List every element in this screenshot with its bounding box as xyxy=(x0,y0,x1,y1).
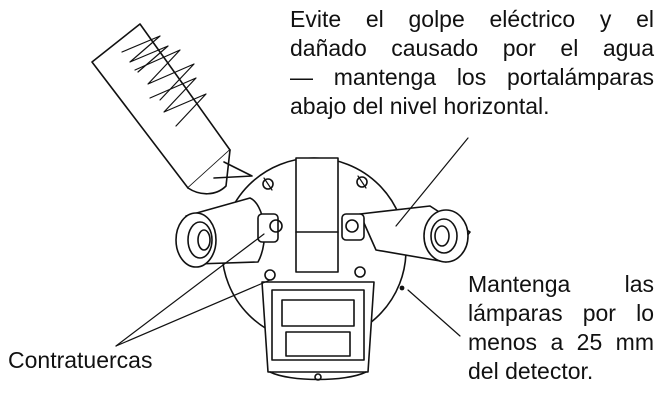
leader-water xyxy=(395,137,469,227)
lampholder-left xyxy=(175,197,283,268)
distance-warning-line: lámparas por lo xyxy=(468,300,654,326)
leader-distance xyxy=(407,289,461,337)
leader-lines xyxy=(115,137,469,347)
distance-warning-line: Mantenga las xyxy=(468,271,654,297)
water-warning-text: Evite el golpe eléctrico y el dañado cau… xyxy=(290,5,654,121)
leader-locknut-1 xyxy=(115,279,271,347)
leader-locknut-2 xyxy=(115,233,265,347)
water-warning-line: — mantenga los portalámparas xyxy=(290,64,654,90)
water-warning-line: abajo del nivel horizontal. xyxy=(290,93,550,119)
distance-warning-text: Mantenga las lámparas por lo menos a 25 … xyxy=(468,270,654,386)
water-warning-line: dañado causado por el agua xyxy=(290,35,654,61)
motion-sensor xyxy=(261,281,375,381)
distance-warning-line: menos a 25 mm xyxy=(468,329,654,355)
caulk-gun-icon xyxy=(91,23,253,195)
distance-warning-line: del detector. xyxy=(468,358,594,384)
locknut-marker xyxy=(399,285,405,291)
locknuts-label: Contratuercas xyxy=(8,347,153,373)
lampholder-right xyxy=(341,205,471,263)
water-warning-line: Evite el golpe eléctrico y el xyxy=(290,6,654,32)
